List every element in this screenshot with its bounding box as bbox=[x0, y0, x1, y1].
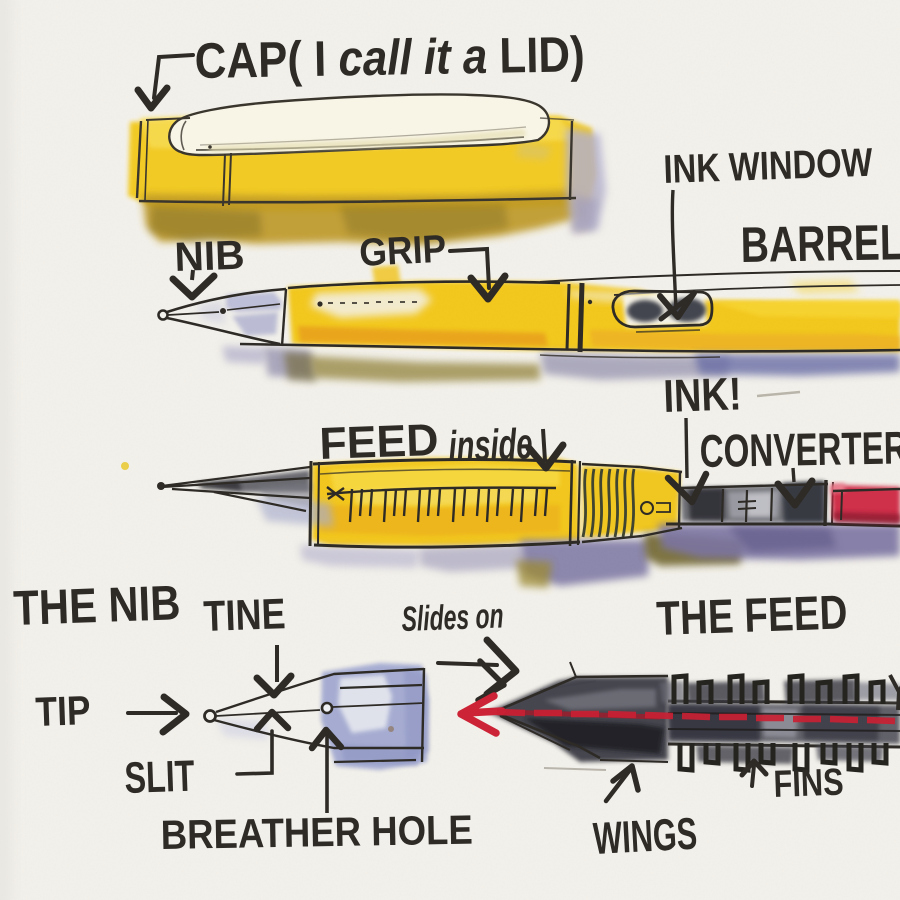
svg-text:BREATHER HOLE: BREATHER HOLE bbox=[160, 807, 473, 858]
svg-text:THE NIB: THE NIB bbox=[12, 576, 181, 636]
svg-text:inside: inside bbox=[448, 420, 534, 471]
svg-text:GRIP: GRIP bbox=[358, 227, 447, 274]
svg-text:WINGS: WINGS bbox=[592, 808, 699, 864]
svg-text:INK!: INK! bbox=[663, 367, 743, 422]
svg-text:CAP( I call it a LID): CAP( I call it a LID) bbox=[194, 26, 585, 89]
svg-text:THE FEED: THE FEED bbox=[656, 586, 849, 646]
svg-text:NIB: NIB bbox=[174, 232, 246, 280]
svg-text:SLIT: SLIT bbox=[124, 752, 196, 803]
svg-text:TIP: TIP bbox=[35, 687, 92, 735]
svg-text:FINS: FINS bbox=[773, 762, 844, 806]
svg-text:FEED: FEED bbox=[319, 414, 440, 469]
svg-text:Slides on: Slides on bbox=[401, 596, 504, 639]
svg-text:BARREL: BARREL bbox=[740, 214, 900, 273]
svg-text:INK WINDOW: INK WINDOW bbox=[663, 141, 874, 192]
svg-text:TINE: TINE bbox=[203, 590, 287, 641]
svg-text:CONVERTER: CONVERTER bbox=[699, 421, 900, 477]
